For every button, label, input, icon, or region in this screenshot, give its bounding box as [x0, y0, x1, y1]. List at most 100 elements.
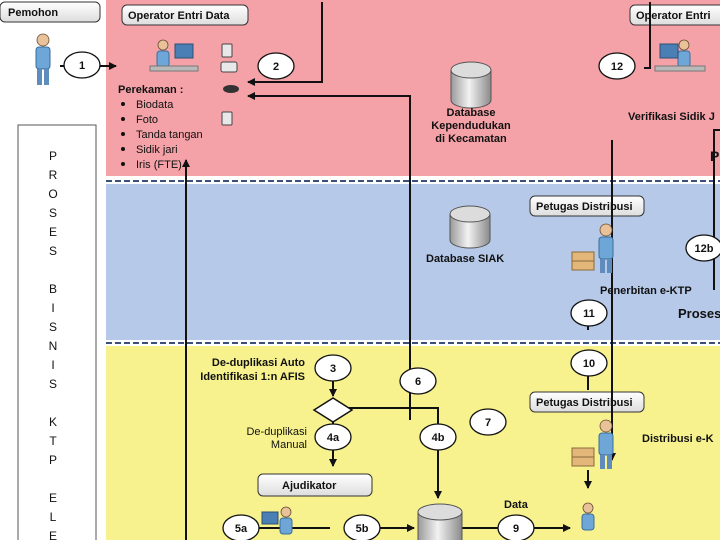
svg-text:7: 7	[485, 417, 491, 429]
side-label-letter: L	[50, 510, 57, 524]
side-label-letter: E	[49, 225, 57, 239]
side-label-letter: E	[49, 529, 57, 540]
bullet-dot	[121, 102, 125, 106]
db-kec-label-2: Kependudukan	[431, 120, 511, 132]
bullet-dot	[121, 117, 125, 121]
svg-text:1: 1	[79, 60, 85, 72]
svg-text:10: 10	[583, 358, 595, 370]
operator-entri-box	[121, 4, 249, 26]
ajudikator-workstation-icon	[261, 506, 293, 535]
side-label-letter: O	[48, 187, 57, 201]
dedup-auto-label-1: De-duplikasi Auto	[212, 357, 305, 369]
connector-4b	[347, 407, 442, 499]
connectors	[60, 2, 720, 540]
side-label-letter: S	[49, 320, 57, 334]
step-7: 7	[469, 408, 507, 436]
side-label-letter: S	[49, 377, 57, 391]
perekaman-item: Iris (FTE)	[136, 159, 182, 171]
svg-text:6: 6	[415, 376, 421, 388]
svg-text:4b: 4b	[432, 432, 445, 444]
petugas-distribusi-yellow-box	[529, 391, 645, 413]
bullet-dot	[121, 162, 125, 166]
ajudikator-box	[257, 473, 373, 497]
side-label-letter: K	[49, 415, 57, 429]
dedup-auto-label-2: Identifikasi 1:n AFIS	[200, 371, 305, 383]
svg-text:5a: 5a	[235, 523, 248, 535]
svg-text:12: 12	[611, 61, 623, 73]
side-label-box	[17, 124, 97, 540]
side-label-letter: S	[49, 244, 57, 258]
petugas-distribusi-yellow-label: Petugas Distribusi	[536, 397, 633, 409]
connector-2	[247, 2, 323, 86]
db-kecamatan	[450, 61, 492, 109]
p-label: P	[710, 148, 719, 164]
side-label-letter: N	[49, 339, 58, 353]
petugas-distribusi-yellow-icon	[571, 419, 614, 469]
step-12: 12	[598, 52, 636, 80]
dedup-manual-label-2: Manual	[271, 439, 307, 451]
operator-entri-label: Operator Entri Data	[128, 10, 230, 22]
step-6: 6	[399, 367, 437, 395]
bullet-dot	[121, 147, 125, 151]
svg-text:5b: 5b	[356, 523, 369, 535]
petugas-distribusi-blue-box	[529, 195, 645, 217]
perekaman-item: Foto	[136, 114, 158, 126]
petugas-distribusi-blue-icon	[571, 223, 614, 273]
connector-3	[247, 92, 411, 420]
perekaman-item: Biodata	[136, 99, 174, 111]
svg-text:2: 2	[273, 61, 279, 73]
pemohon-box	[0, 1, 101, 23]
side-label-letter: E	[49, 491, 57, 505]
step-10: 10	[570, 349, 608, 377]
step-5b: 5b	[343, 514, 381, 540]
svg-text:9: 9	[513, 523, 519, 535]
verifikasi-workstation-icon	[654, 39, 706, 72]
side-label-letter: R	[49, 168, 58, 182]
device-icons	[220, 43, 239, 126]
bullet-dot	[121, 132, 125, 136]
bottom-right-person-icon	[581, 502, 595, 531]
step-circles: 1 2 12 12b 11 10 3 4a 4b 6 7 5a 5b 9	[63, 51, 720, 540]
operator-entri-right-label: Operator Entri	[636, 10, 711, 22]
operator-workstation-icon	[149, 39, 199, 72]
db-siak	[449, 205, 491, 249]
data-label: Data	[504, 499, 529, 511]
svg-text:3: 3	[330, 363, 336, 375]
side-label-letter: T	[49, 434, 57, 448]
db-kec-label-3: di Kecamatan	[435, 133, 507, 145]
distribusi-label: Distribusi e-K	[642, 433, 714, 445]
step-4a: 4a	[314, 423, 352, 451]
step-1: 1	[63, 51, 101, 79]
step-9: 9	[497, 514, 535, 540]
perekaman-title: Perekaman :	[118, 84, 183, 96]
penerbitan-label: Penerbitan e-KTP	[600, 285, 692, 297]
step-11: 11	[570, 299, 608, 327]
lane-red	[106, 0, 720, 176]
petugas-distribusi-blue-label: Petugas Distribusi	[536, 201, 633, 213]
side-label-letter: I	[51, 301, 54, 315]
side-label-letter: B	[49, 282, 57, 296]
db-bottom	[417, 503, 463, 540]
connector-12	[644, 2, 651, 69]
side-label-letter: S	[49, 206, 57, 220]
side-label-letter: P	[49, 149, 57, 163]
person-pemohon-icon	[35, 33, 51, 85]
decision-diamond	[312, 397, 354, 423]
svg-text:4a: 4a	[327, 432, 340, 444]
operator-entri-right-box	[629, 4, 720, 26]
perekaman-item: Sidik jari	[136, 144, 178, 156]
perekaman-item: Tanda tangan	[136, 129, 203, 141]
svg-text:12b: 12b	[695, 243, 714, 255]
db-kec-label-1: Database	[447, 107, 496, 119]
svg-text:11: 11	[583, 308, 595, 320]
side-label-letter: I	[51, 358, 54, 372]
step-3: 3	[314, 354, 352, 382]
ajudikator-label: Ajudikator	[282, 480, 337, 492]
side-label-letter: P	[49, 453, 57, 467]
proses-label: Proses	[678, 306, 720, 321]
step-4b: 4b	[419, 423, 457, 451]
